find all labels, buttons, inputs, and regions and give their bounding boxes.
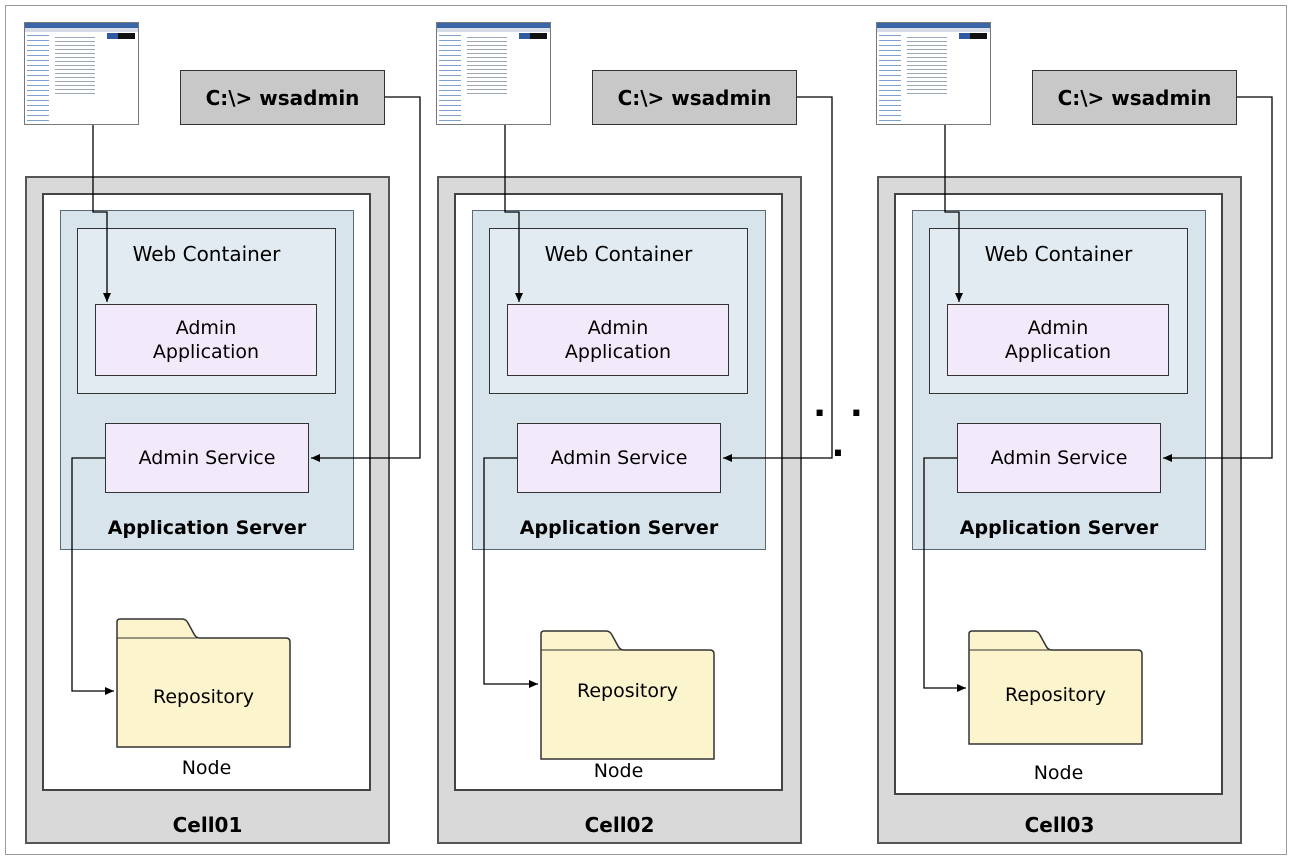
repository-label: Repository <box>576 680 679 702</box>
admin-console-screenshot-icon <box>436 22 551 125</box>
repository-label: Repository <box>1004 684 1107 706</box>
node-label: Node <box>181 757 232 779</box>
node-label: Node <box>593 760 644 782</box>
web-container-label: Web Container <box>544 242 693 266</box>
application-server-label: Application Server <box>959 517 1159 539</box>
node-label: Node <box>1033 762 1084 784</box>
admin-service-label: Admin Service <box>990 447 1128 469</box>
admin-console-screenshot-icon <box>24 22 139 125</box>
admin-service-label: Admin Service <box>138 447 276 469</box>
more-cells-ellipsis: . . . <box>813 385 869 465</box>
admin-application-box: Admin Application <box>507 304 729 376</box>
admin-application-box: Admin Application <box>95 304 317 376</box>
repository-label: Repository <box>152 686 255 708</box>
cell-label: Cell02 <box>584 813 655 837</box>
application-server-label: Application Server <box>519 517 719 539</box>
application-server-label: Application Server <box>107 517 307 539</box>
wsadmin-command-box: C:\> wsadmin <box>1032 70 1237 125</box>
diagram-frame <box>5 5 1287 855</box>
folder-icon <box>116 618 291 748</box>
admin-service-box: Admin Service <box>517 423 721 493</box>
admin-service-box: Admin Service <box>957 423 1161 493</box>
wsadmin-command-box: C:\> wsadmin <box>592 70 797 125</box>
admin-application-label: Admin Application <box>1004 317 1112 363</box>
web-container-label: Web Container <box>132 242 281 266</box>
admin-service-label: Admin Service <box>550 447 688 469</box>
wsadmin-command-box: C:\> wsadmin <box>180 70 385 125</box>
admin-application-label: Admin Application <box>152 317 260 363</box>
cell-label: Cell03 <box>1024 813 1095 837</box>
folder-icon <box>540 630 715 760</box>
cell-label: Cell01 <box>172 813 243 837</box>
admin-application-label: Admin Application <box>564 317 672 363</box>
web-container-label: Web Container <box>984 242 1133 266</box>
admin-application-box: Admin Application <box>947 304 1169 376</box>
admin-service-box: Admin Service <box>105 423 309 493</box>
admin-console-screenshot-icon <box>876 22 991 125</box>
folder-icon <box>968 630 1143 745</box>
